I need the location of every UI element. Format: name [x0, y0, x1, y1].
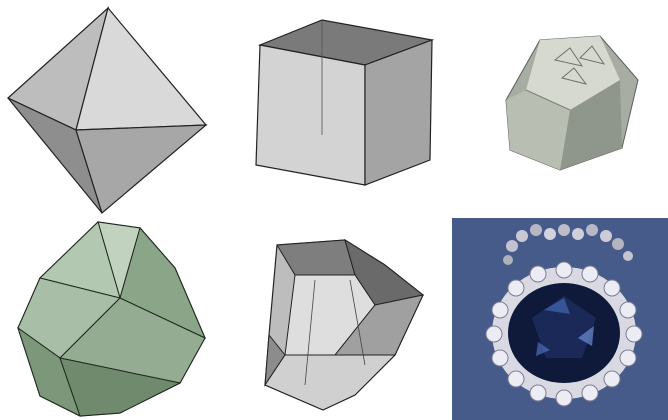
- modified-octahedron-panel: [0, 218, 215, 420]
- cut-stone-facet-bottom: [265, 355, 395, 410]
- cut-stone-panel: [255, 235, 435, 420]
- cube-face-right: [365, 40, 432, 185]
- rough-crystal-drawing: [500, 30, 640, 175]
- cut-stone-drawing: [255, 235, 435, 420]
- modified-octahedron-drawing: [0, 218, 215, 420]
- cube-face-front: [256, 45, 365, 185]
- rough-crystal-photo: [500, 30, 640, 175]
- gem-pendant-drawing: [452, 218, 668, 420]
- octahedron-panel: [0, 0, 220, 215]
- cube-drawing: [240, 0, 440, 215]
- gem-pendant-photo: [452, 218, 668, 420]
- cube-panel: [240, 0, 440, 215]
- octahedron-drawing: [0, 0, 220, 215]
